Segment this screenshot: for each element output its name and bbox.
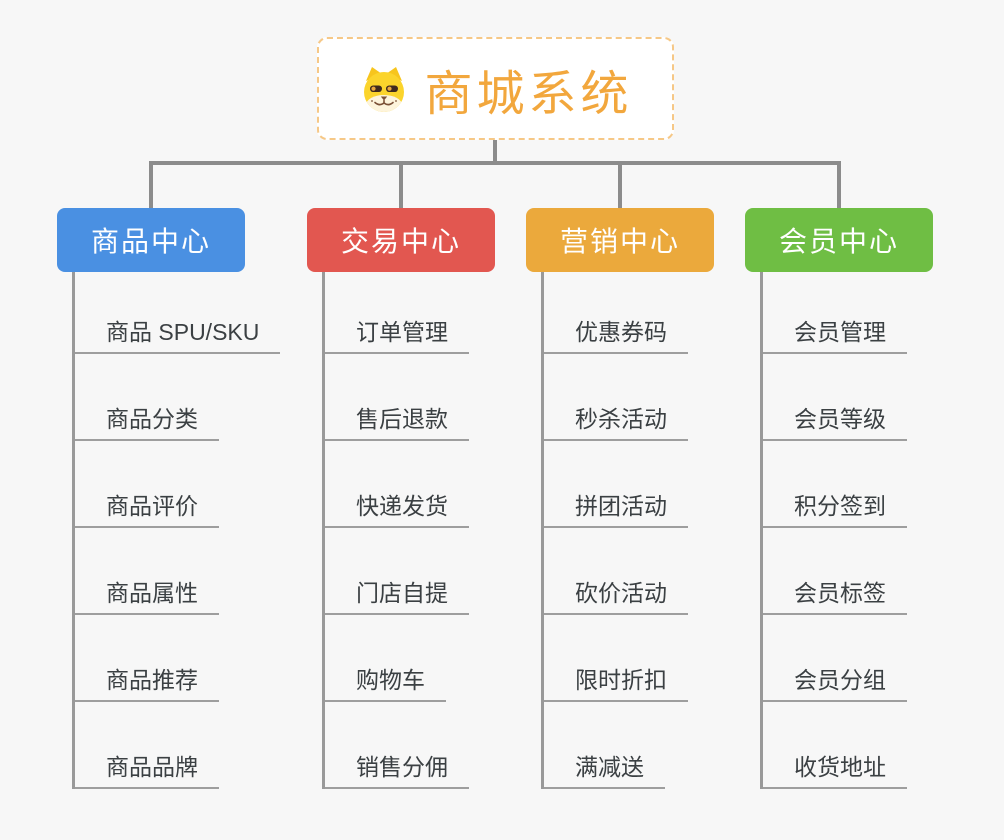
branch-column-marketing: 营销中心 优惠券码秒杀活动拼团活动砍价活动限时折扣满减送 bbox=[526, 208, 776, 789]
branch-node-marketing[interactable]: 营销中心 bbox=[526, 208, 714, 272]
child-node[interactable]: 收货地址 bbox=[763, 702, 907, 789]
child-node[interactable]: 商品评价 bbox=[75, 441, 219, 528]
child-node[interactable]: 限时折扣 bbox=[544, 615, 688, 702]
child-node[interactable]: 会员分组 bbox=[763, 615, 907, 702]
child-node[interactable]: 购物车 bbox=[325, 615, 446, 702]
branch-children-members: 会员管理会员等级积分签到会员标签会员分组收货地址 bbox=[760, 272, 995, 789]
child-node[interactable]: 商品分类 bbox=[75, 354, 219, 441]
connector-drop-4 bbox=[837, 161, 841, 208]
branch-children-trade: 订单管理售后退款快递发货门店自提购物车销售分佣 bbox=[322, 272, 557, 789]
branch-node-products[interactable]: 商品中心 bbox=[57, 208, 245, 272]
child-node[interactable]: 优惠券码 bbox=[544, 272, 688, 354]
doge-icon bbox=[364, 66, 405, 112]
child-node[interactable]: 商品 SPU/SKU bbox=[75, 272, 281, 354]
connector-drop-1 bbox=[149, 161, 153, 208]
connector-bus bbox=[149, 161, 841, 165]
child-node[interactable]: 销售分佣 bbox=[325, 702, 469, 789]
child-node[interactable]: 订单管理 bbox=[325, 272, 469, 354]
root-node[interactable]: 商城系统 bbox=[317, 37, 674, 140]
branch-column-trade: 交易中心 订单管理售后退款快递发货门店自提购物车销售分佣 bbox=[307, 208, 557, 789]
child-node[interactable]: 快递发货 bbox=[325, 441, 469, 528]
child-node[interactable]: 售后退款 bbox=[325, 354, 469, 441]
child-node[interactable]: 秒杀活动 bbox=[544, 354, 688, 441]
connector-root-stem bbox=[493, 140, 497, 165]
child-node[interactable]: 商品品牌 bbox=[75, 702, 219, 789]
child-node[interactable]: 商品推荐 bbox=[75, 615, 219, 702]
branch-children-marketing: 优惠券码秒杀活动拼团活动砍价活动限时折扣满减送 bbox=[541, 272, 776, 789]
branch-node-trade[interactable]: 交易中心 bbox=[307, 208, 495, 272]
connector-drop-2 bbox=[399, 161, 403, 208]
child-node[interactable]: 满减送 bbox=[544, 702, 665, 789]
child-node[interactable]: 商品属性 bbox=[75, 528, 219, 615]
child-node[interactable]: 拼团活动 bbox=[544, 441, 688, 528]
child-node[interactable]: 会员管理 bbox=[763, 272, 907, 354]
branch-column-members: 会员中心 会员管理会员等级积分签到会员标签会员分组收货地址 bbox=[745, 208, 995, 789]
branch-node-members[interactable]: 会员中心 bbox=[745, 208, 933, 272]
child-node[interactable]: 会员标签 bbox=[763, 528, 907, 615]
root-title: 商城系统 bbox=[424, 67, 633, 121]
child-node[interactable]: 砍价活动 bbox=[544, 528, 688, 615]
child-node[interactable]: 门店自提 bbox=[325, 528, 469, 615]
child-node[interactable]: 积分签到 bbox=[763, 441, 907, 528]
child-node[interactable]: 会员等级 bbox=[763, 354, 907, 441]
connector-drop-3 bbox=[618, 161, 622, 208]
